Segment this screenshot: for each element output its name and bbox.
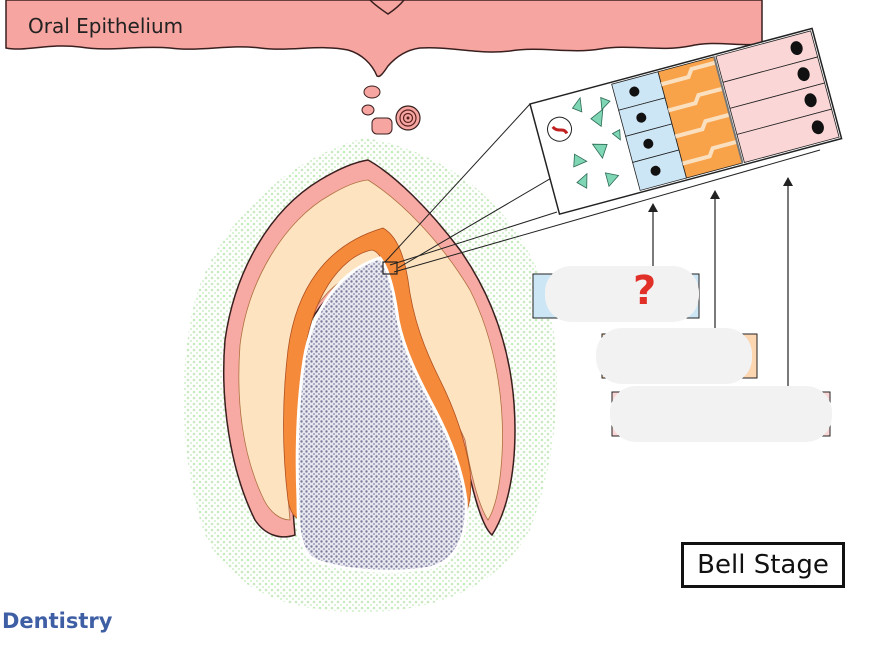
label-mask	[545, 266, 699, 322]
stage-label: Bell Stage	[697, 550, 829, 580]
odontoblast-column	[611, 71, 687, 191]
lamina-fragment	[363, 85, 381, 99]
lamina-fragment	[361, 104, 375, 116]
oral-epithelium-notch	[369, 0, 405, 15]
stage-label-box: Bell Stage	[681, 542, 845, 588]
label-mask	[596, 328, 752, 384]
ameloblast-column	[657, 56, 744, 179]
zoom-inset	[529, 27, 843, 216]
zoom-source-box	[382, 261, 398, 275]
arrow-head	[710, 190, 720, 199]
zoom-line	[393, 149, 821, 273]
enamel-pearl-icon	[395, 105, 421, 131]
arrow-head	[783, 177, 793, 186]
oral-epithelium-band	[5, 0, 763, 78]
pulp-fibroblasts	[547, 96, 621, 189]
lamina-fragment	[371, 117, 393, 135]
zoom-line	[384, 103, 531, 263]
dental-papilla	[295, 256, 468, 573]
brand-watermark: Dentistry	[2, 609, 113, 633]
arrow-head	[648, 203, 658, 212]
stratum-intermedium-column	[715, 30, 840, 163]
question-mark-label: ?	[633, 268, 657, 314]
oral-epithelium-label: Oral Epithelium	[28, 14, 184, 38]
label-mask	[610, 386, 832, 442]
